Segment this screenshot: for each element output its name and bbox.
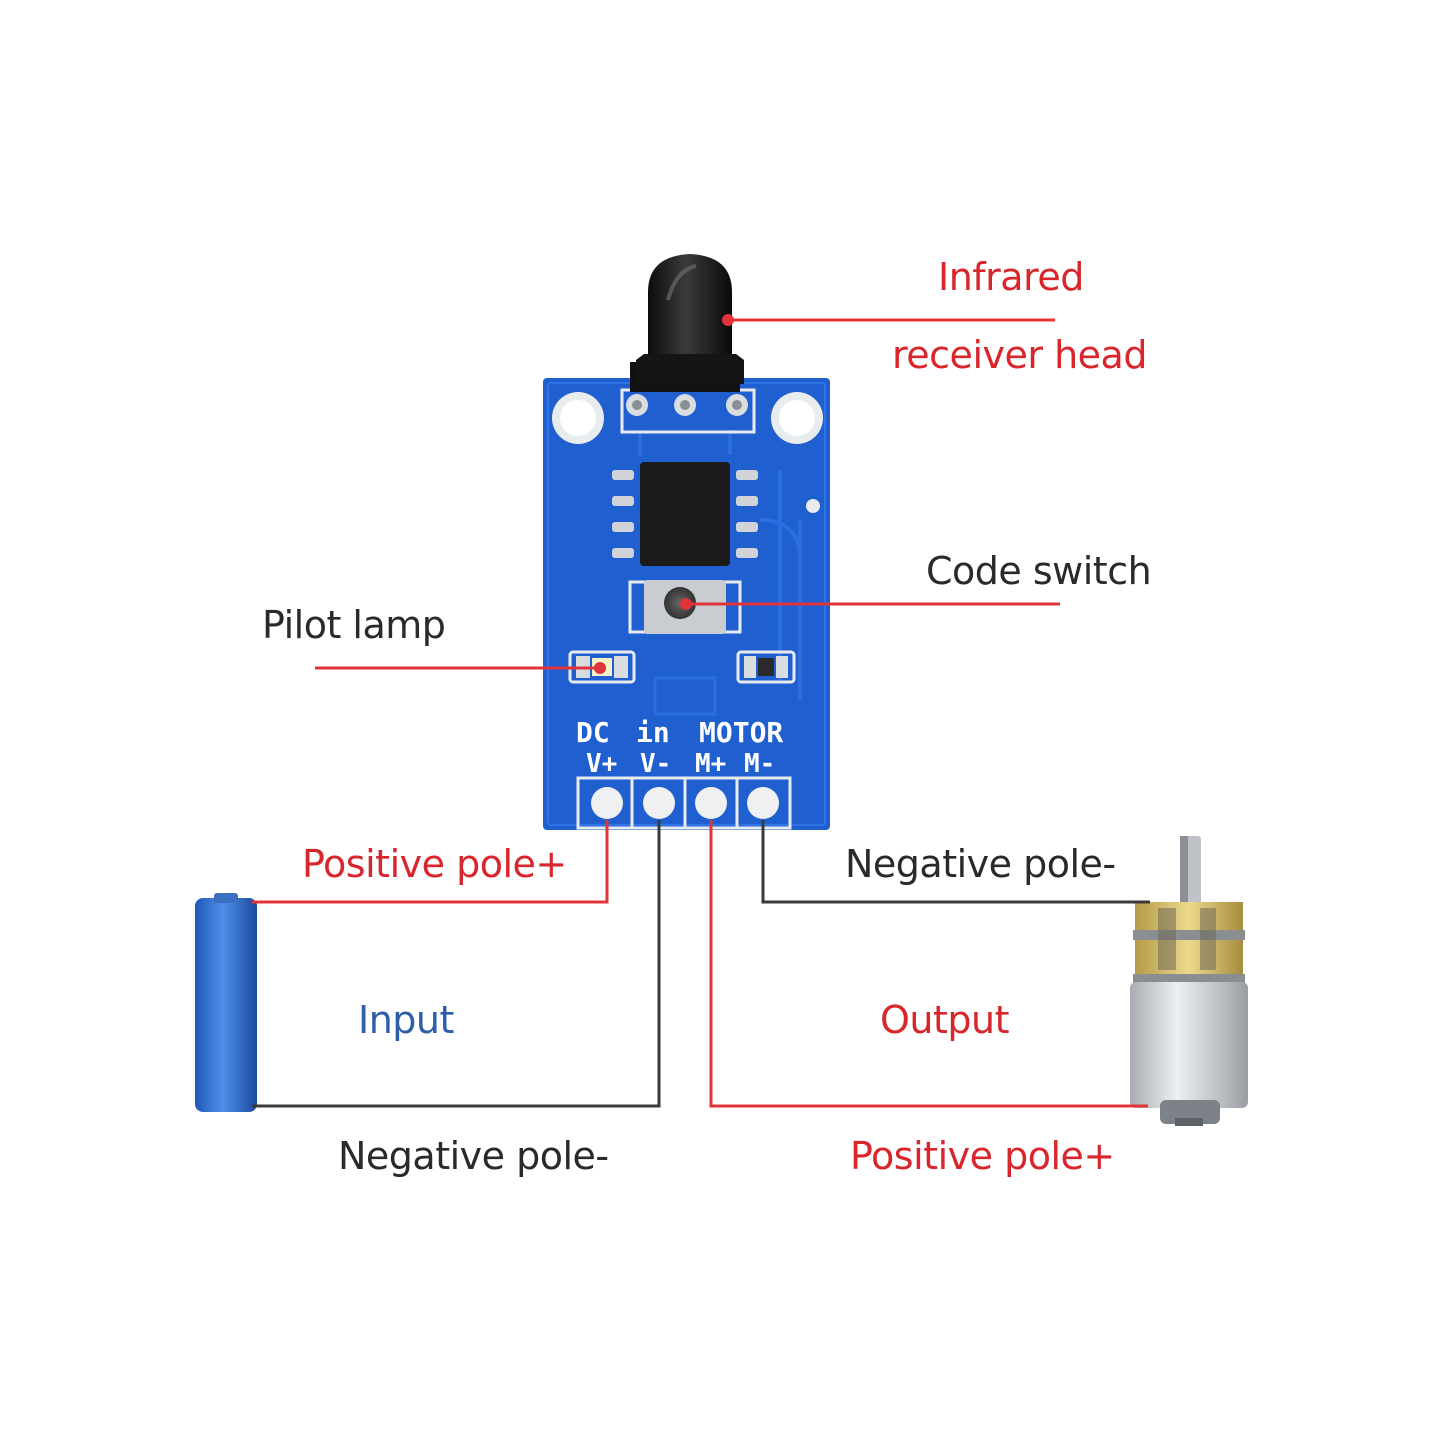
silk-m-minus: M-	[744, 749, 775, 779]
battery	[195, 893, 257, 1112]
mounting-hole-right	[771, 392, 823, 444]
label-code-switch: Code switch	[926, 552, 1151, 590]
silk-m-plus: M+	[695, 749, 726, 779]
code-switch-leader-dot	[680, 598, 692, 610]
label-negative-pole-input: Negative pole-	[338, 1137, 609, 1175]
silk-motor: MOTOR	[699, 716, 783, 749]
label-input: Input	[358, 1001, 454, 1039]
label-pilot-lamp: Pilot lamp	[262, 606, 445, 644]
silk-in: in	[636, 716, 670, 749]
infrared-leader-dot	[722, 314, 734, 326]
label-output: Output	[880, 1001, 1009, 1039]
label-negative-pole-output: Negative pole-	[845, 845, 1116, 883]
pilot-lamp-leader-dot	[594, 662, 606, 674]
label-infrared-line2: receiver head	[892, 336, 1147, 374]
label-infrared-line1: Infrared	[938, 258, 1084, 296]
silk-v-plus: V+	[586, 749, 617, 779]
label-positive-pole-output: Positive pole+	[850, 1137, 1115, 1175]
gear-motor	[1130, 836, 1248, 1126]
label-positive-pole-input: Positive pole+	[302, 845, 567, 883]
silk-dc: DC	[576, 716, 610, 749]
silk-v-minus: V-	[640, 749, 671, 779]
mounting-hole-left	[552, 392, 604, 444]
